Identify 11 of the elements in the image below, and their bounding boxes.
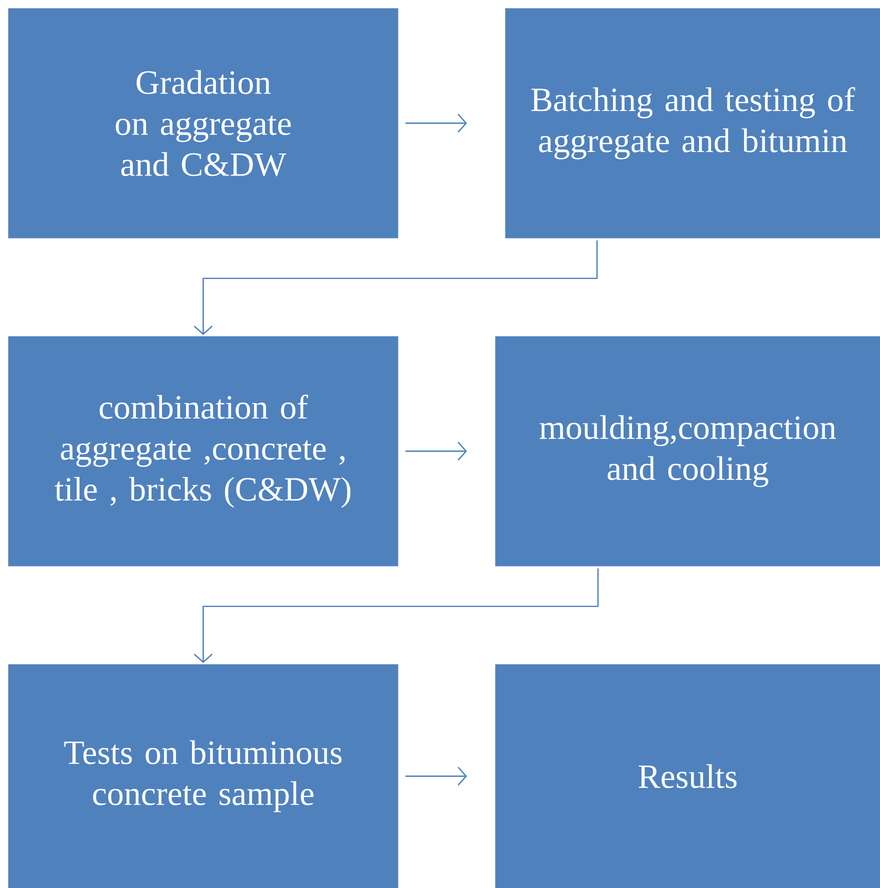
process-box: moulding,compaction and cooling — [495, 336, 880, 566]
arrow — [405, 766, 467, 786]
process-box: Batching and testing of aggregate and bitumin — [505, 8, 880, 238]
process-box: Results — [495, 664, 880, 888]
process-box: Gradation on aggregate and C&DW — [8, 8, 398, 238]
arrow — [405, 114, 467, 133]
arrow — [194, 568, 599, 663]
arrow — [194, 240, 598, 335]
arrow — [405, 442, 467, 461]
process-box: combination of aggregate ,concrete , tile , bricks (C&DW) — [8, 336, 398, 566]
process-box: Tests on bituminous concrete sample — [8, 664, 398, 888]
